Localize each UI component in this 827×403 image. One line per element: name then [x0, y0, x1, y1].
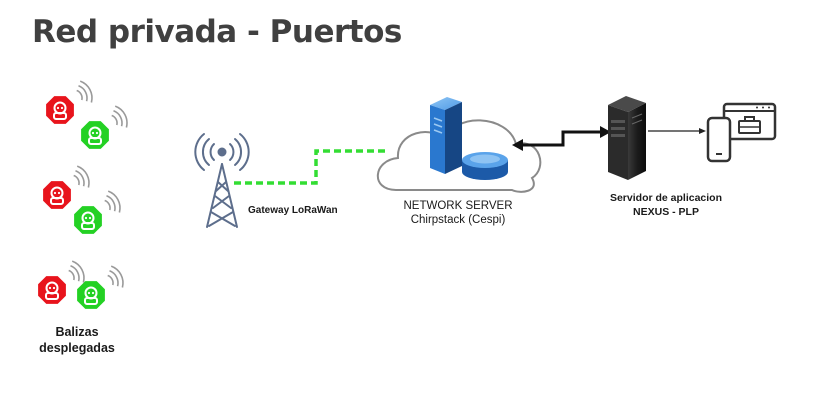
beacon-icon [74, 190, 121, 234]
slide-title: Red privada - Puertos [32, 14, 402, 50]
server-link-line [520, 130, 605, 147]
beacons-label: Balizas desplegadas [36, 324, 118, 356]
network-server-icon [430, 97, 508, 180]
client-arrowhead [699, 128, 706, 134]
network-server-label-line1: NETWORK SERVER [403, 200, 513, 212]
gateway-label: Gateway LoRaWan [248, 205, 338, 216]
radio-link-line [234, 149, 386, 185]
arrowhead-right [600, 126, 611, 138]
beacon-icon [43, 165, 90, 209]
server-tower-icon [608, 96, 646, 180]
app-server-label-line1: Servidor de aplicacion [609, 192, 723, 204]
beacon-icon [46, 80, 93, 124]
app-server-label-line2: NEXUS - PLP [633, 206, 699, 218]
beacons-label-line2: desplegadas [39, 341, 115, 355]
network-server-label: NETWORK SERVER Chirpstack (Cespi) [393, 199, 523, 227]
network-server-label-line2: Chirpstack (Cespi) [410, 214, 506, 226]
arrowhead-left [512, 139, 523, 151]
app-server-label: Servidor de aplicacion NEXUS - PLP [596, 191, 736, 219]
beacons-label-line1: Balizas [55, 325, 99, 339]
cell-tower-icon [194, 133, 250, 228]
phone-monitor-toolbox-icon [706, 102, 777, 163]
beacon-icon [38, 260, 85, 304]
beacon-icon [77, 265, 124, 309]
beacon-icon [81, 105, 128, 149]
beacon-icon-group [38, 80, 128, 309]
